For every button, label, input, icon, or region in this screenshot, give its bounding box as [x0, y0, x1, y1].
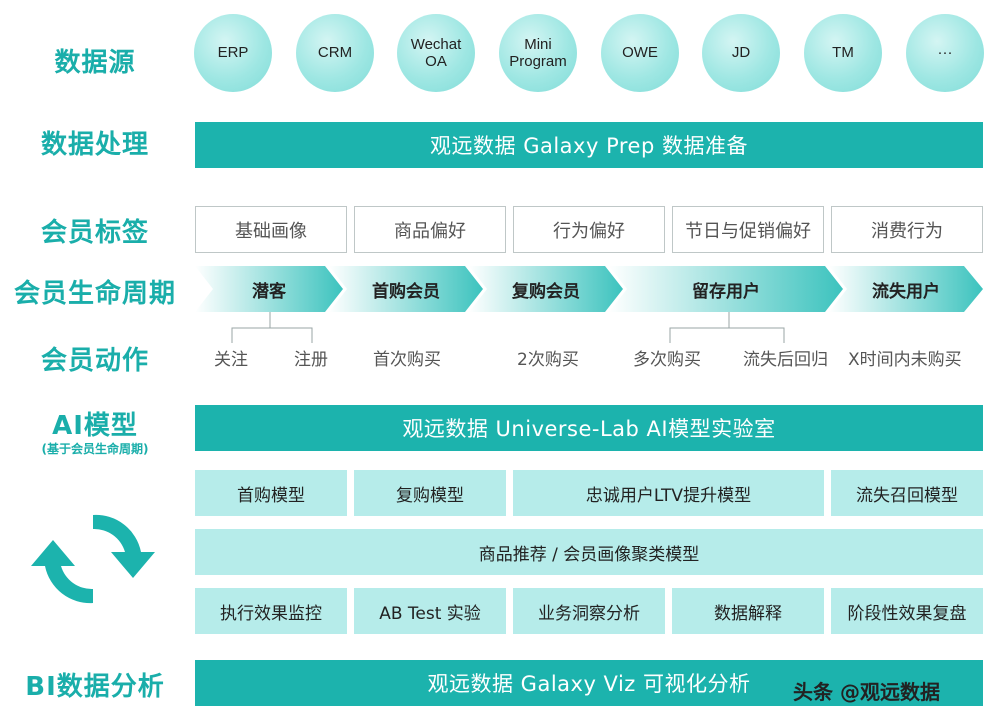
- tag-basic-profile: 基础画像: [195, 206, 347, 253]
- model-first-purchase: 首购模型: [195, 470, 347, 516]
- processing-bar: 观远数据 Galaxy Prep 数据准备: [195, 122, 983, 168]
- label-member-lifecycle: 会员生命周期: [13, 279, 176, 309]
- source-circle-tm: TM: [804, 14, 882, 92]
- label-ai-model: AI模型: [52, 411, 138, 441]
- source-circle-jd: JD: [702, 14, 780, 92]
- source-circle-wechat-oa: Wechat OA: [397, 14, 475, 92]
- source-circle-more: ···: [906, 14, 984, 92]
- model-loyal-ltv: 忠诚用户LTV提升模型: [513, 470, 824, 516]
- source-circle-owe: OWE: [601, 14, 679, 92]
- stage-potential: 潜客: [252, 281, 286, 302]
- stage-chevron-3: [469, 266, 623, 312]
- model-repurchase: 复购模型: [354, 470, 506, 516]
- tag-holiday-promo-preference: 节日与促销偏好: [672, 206, 824, 253]
- label-data-processing: 数据处理: [40, 130, 149, 160]
- stage-chevron-2: [329, 266, 483, 312]
- box-data-explanation: 数据解释: [672, 588, 824, 634]
- source-circle-erp: ERP: [194, 14, 272, 92]
- tag-behavior-preference: 行为偏好: [513, 206, 665, 253]
- stage-retained: 留存用户: [692, 281, 760, 302]
- box-ab-test: AB Test 实验: [354, 588, 506, 634]
- bi-viz-bar: 观远数据 Galaxy Viz 可视化分析: [195, 660, 983, 706]
- model-recommend-clustering: 商品推荐 / 会员画像聚类模型: [195, 529, 983, 575]
- action-first-purchase: 首次购买: [373, 350, 441, 370]
- source-circle-crm: CRM: [296, 14, 374, 92]
- action-return-after-churn: 流失后回归: [743, 350, 828, 370]
- label-ai-model-sub: (基于会员生命周期): [41, 442, 149, 456]
- stage-repurchase: 复购会员: [512, 281, 580, 302]
- action-multi-purchase: 多次购买: [633, 350, 701, 370]
- action-second-purchase: 2次购买: [517, 350, 579, 370]
- stage-first-purchase: 首购会员: [372, 281, 440, 302]
- watermark: 头条 @观远数据: [793, 680, 940, 704]
- box-phase-review: 阶段性效果复盘: [831, 588, 983, 634]
- tag-product-preference: 商品偏好: [354, 206, 506, 253]
- label-member-actions: 会员动作: [40, 346, 149, 376]
- stage-churned: 流失用户: [872, 281, 940, 302]
- action-connectors: [231, 312, 785, 343]
- ai-lab-bar: 观远数据 Universe-Lab AI模型实验室: [195, 405, 983, 451]
- label-bi-analysis: BI数据分析: [25, 672, 165, 702]
- box-execution-monitoring: 执行效果监控: [195, 588, 347, 634]
- box-business-insight: 业务洞察分析: [513, 588, 665, 634]
- source-circle-mini-program: Mini Program: [499, 14, 577, 92]
- label-member-tags: 会员标签: [40, 218, 149, 248]
- cycle-arrows-icon: [31, 514, 155, 604]
- action-register: 注册: [294, 350, 328, 370]
- action-follow: 关注: [214, 350, 248, 370]
- stage-chevron-4: [609, 266, 843, 312]
- stage-chevron-5: [829, 266, 983, 312]
- label-data-sources: 数据源: [54, 48, 136, 78]
- tag-consumption-behavior: 消费行为: [831, 206, 983, 253]
- stage-chevron-1: [195, 266, 343, 312]
- action-no-purchase-in-x: X时间内未购买: [848, 350, 962, 370]
- model-churn-recall: 流失召回模型: [831, 470, 983, 516]
